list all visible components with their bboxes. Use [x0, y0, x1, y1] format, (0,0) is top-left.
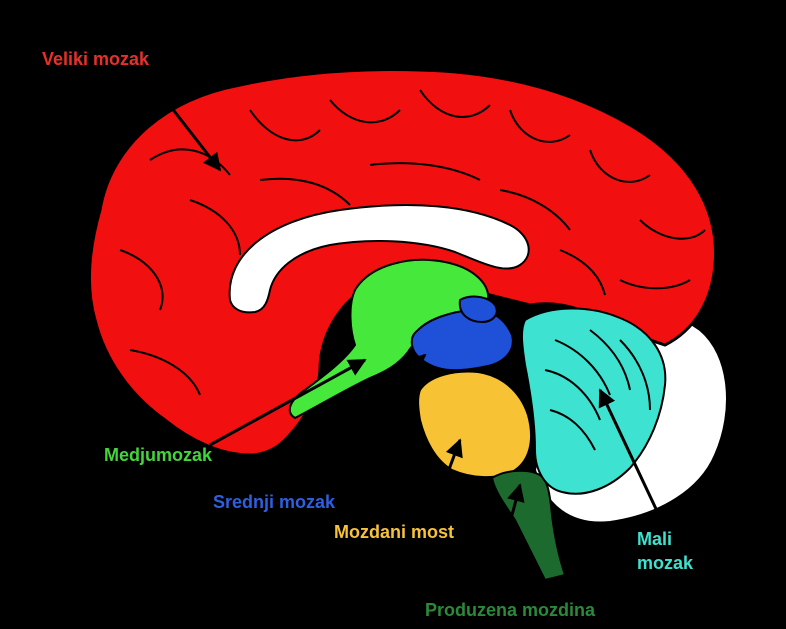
cerebellum-label-line2: mozak: [637, 553, 694, 573]
cerebellum-folia-lines: [544, 329, 651, 451]
diencephalon-region: [288, 258, 490, 420]
pons-region: [417, 370, 532, 478]
corpus-callosum: [228, 204, 530, 314]
cerebellum-label-line1: Mali: [637, 529, 673, 549]
diencephalon-label: Medjumozak: [104, 445, 213, 465]
midbrain-label: Srednji mozak: [213, 492, 336, 512]
pointer-arrows: [148, 79, 667, 599]
pons-label: Mozdani most: [334, 522, 454, 542]
cerebellum-region: [521, 307, 667, 495]
cerebellum-label: Mali mozak: [637, 527, 693, 575]
cerebrum-gyri-lines: [119, 89, 706, 396]
cerebrum-label: Veliki mozak: [42, 49, 150, 69]
medulla-label: Produzena mozdina: [425, 600, 596, 620]
midbrain-upper: [458, 295, 498, 324]
